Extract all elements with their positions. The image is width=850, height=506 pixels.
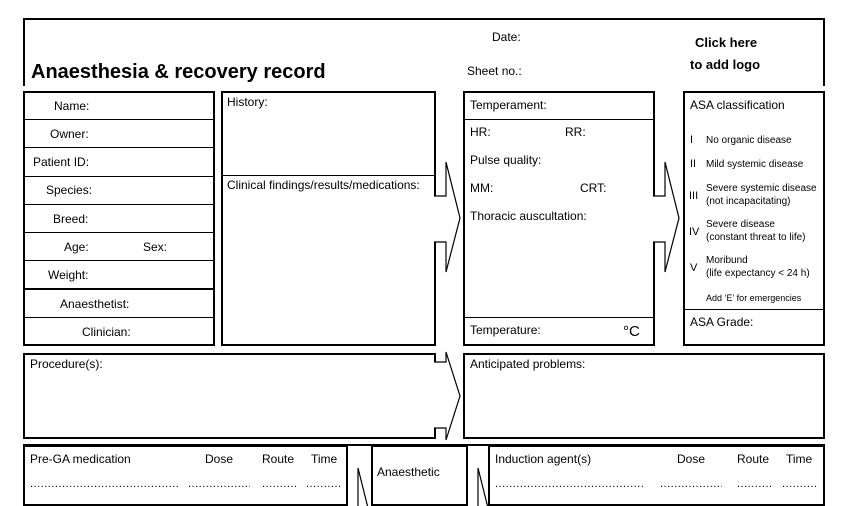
prega-dose-field[interactable]: ...................... bbox=[188, 478, 250, 490]
arrow-right-icon bbox=[653, 161, 680, 273]
asa-class-text: Severe systemic disease bbox=[706, 183, 817, 194]
route-header: Route bbox=[262, 452, 295, 466]
hr-label: HR: bbox=[470, 125, 491, 139]
prega-route-field[interactable]: .............. bbox=[262, 478, 298, 490]
asa-class-text: Mild systemic disease bbox=[706, 159, 804, 170]
right-rule bbox=[823, 18, 825, 86]
divider bbox=[464, 317, 654, 318]
prega-drug-field[interactable]: ........................................… bbox=[30, 478, 178, 490]
asa-title: ASA classification bbox=[690, 98, 785, 112]
divider bbox=[24, 317, 214, 318]
asa-class-num: V bbox=[690, 262, 698, 274]
clinical-findings-label: Clinical findings/results/medications: bbox=[227, 178, 420, 192]
asa-class-text: Moribund bbox=[706, 255, 748, 266]
divider bbox=[464, 119, 654, 120]
asa-class-text: Severe disease bbox=[706, 219, 775, 230]
anaesthetist-label: Anaesthetist: bbox=[60, 297, 130, 311]
mm-label: MM: bbox=[470, 181, 494, 195]
temperament-label: Temperament: bbox=[470, 98, 547, 112]
anaesthetic-label: Anaesthetic bbox=[377, 465, 440, 479]
induction-drug-field[interactable]: ........................................… bbox=[495, 478, 643, 490]
pulse-quality-label: Pulse quality: bbox=[470, 153, 542, 167]
induction-route-header: Route bbox=[737, 452, 770, 466]
asa-class-text-sub: (life expectancy < 24 h) bbox=[706, 268, 810, 279]
owner-label: Owner: bbox=[50, 127, 89, 141]
divider bbox=[24, 176, 214, 177]
prega-time-field[interactable]: .............. bbox=[306, 478, 342, 490]
procedures-label: Procedure(s): bbox=[30, 357, 103, 371]
patient-id-label: Patient ID: bbox=[33, 155, 90, 169]
asa-class-num: IV bbox=[689, 226, 700, 238]
species-label: Species: bbox=[46, 183, 93, 197]
asa-class-num: II bbox=[690, 158, 697, 170]
arrow-right-icon bbox=[477, 467, 489, 506]
asa-emergency-note: Add ‘E’ for emergencies bbox=[706, 293, 802, 303]
induction-dose-field[interactable]: ...................... bbox=[660, 478, 722, 490]
bottom-rule bbox=[23, 444, 825, 446]
clinician-label: Clinician: bbox=[82, 325, 131, 339]
temperature-label: Temperature: bbox=[470, 323, 541, 337]
dose-header: Dose bbox=[205, 452, 234, 466]
weight-label: Weight: bbox=[48, 268, 89, 282]
induction-time-header: Time bbox=[786, 452, 813, 466]
celsius-unit: °C bbox=[623, 323, 640, 340]
sex-label: Sex: bbox=[143, 240, 168, 254]
induction-time-field[interactable]: .............. bbox=[782, 478, 818, 490]
divider bbox=[24, 260, 214, 261]
divider bbox=[24, 232, 214, 233]
divider bbox=[24, 147, 214, 148]
anticipated-problems-box bbox=[463, 353, 825, 439]
date-label: Date: bbox=[492, 30, 521, 44]
exam-box bbox=[463, 91, 655, 346]
age-label: Age: bbox=[64, 240, 89, 254]
induction-dose-header: Dose bbox=[677, 452, 706, 466]
asa-grade-label: ASA Grade: bbox=[690, 315, 754, 329]
asa-classification-box bbox=[683, 91, 825, 346]
asa-class-num: I bbox=[690, 134, 694, 146]
crt-label: CRT: bbox=[580, 181, 607, 195]
thoracic-auscultation-label: Thoracic auscultation: bbox=[470, 209, 587, 223]
patient-details-box bbox=[23, 91, 215, 346]
induction-agent-label: Induction agent(s) bbox=[495, 452, 592, 466]
arrow-right-icon bbox=[357, 467, 369, 506]
arrow-right-icon bbox=[434, 161, 461, 273]
divider bbox=[684, 309, 824, 310]
name-label: Name: bbox=[54, 99, 90, 113]
left-rule bbox=[23, 18, 25, 86]
induction-route-field[interactable]: .............. bbox=[737, 478, 773, 490]
arrow-right-icon bbox=[434, 351, 461, 441]
asa-class-text-sub: (not incapacitating) bbox=[706, 196, 791, 207]
divider bbox=[24, 119, 214, 120]
sheet-no-label: Sheet no.: bbox=[467, 64, 522, 78]
history-box bbox=[221, 91, 436, 346]
asa-class-text-sub: (constant threat to life) bbox=[706, 232, 806, 243]
asa-class-num: III bbox=[689, 190, 699, 202]
logo-placeholder-line2[interactable]: to add logo bbox=[690, 57, 761, 72]
page-title: Anaesthesia & recovery record bbox=[31, 61, 326, 83]
divider bbox=[222, 175, 435, 176]
asa-class-text: No organic disease bbox=[706, 135, 792, 146]
anticipated-problems-label: Anticipated problems: bbox=[470, 357, 586, 371]
breed-label: Breed: bbox=[53, 212, 89, 226]
divider bbox=[24, 204, 214, 205]
history-label: History: bbox=[227, 95, 268, 109]
prega-medication-label: Pre-GA medication bbox=[30, 452, 131, 466]
procedures-box bbox=[23, 353, 436, 439]
top-rule bbox=[23, 18, 825, 20]
divider-thick bbox=[24, 288, 214, 290]
rr-label: RR: bbox=[565, 125, 586, 139]
logo-placeholder[interactable]: Click here bbox=[695, 35, 758, 50]
time-header: Time bbox=[311, 452, 338, 466]
